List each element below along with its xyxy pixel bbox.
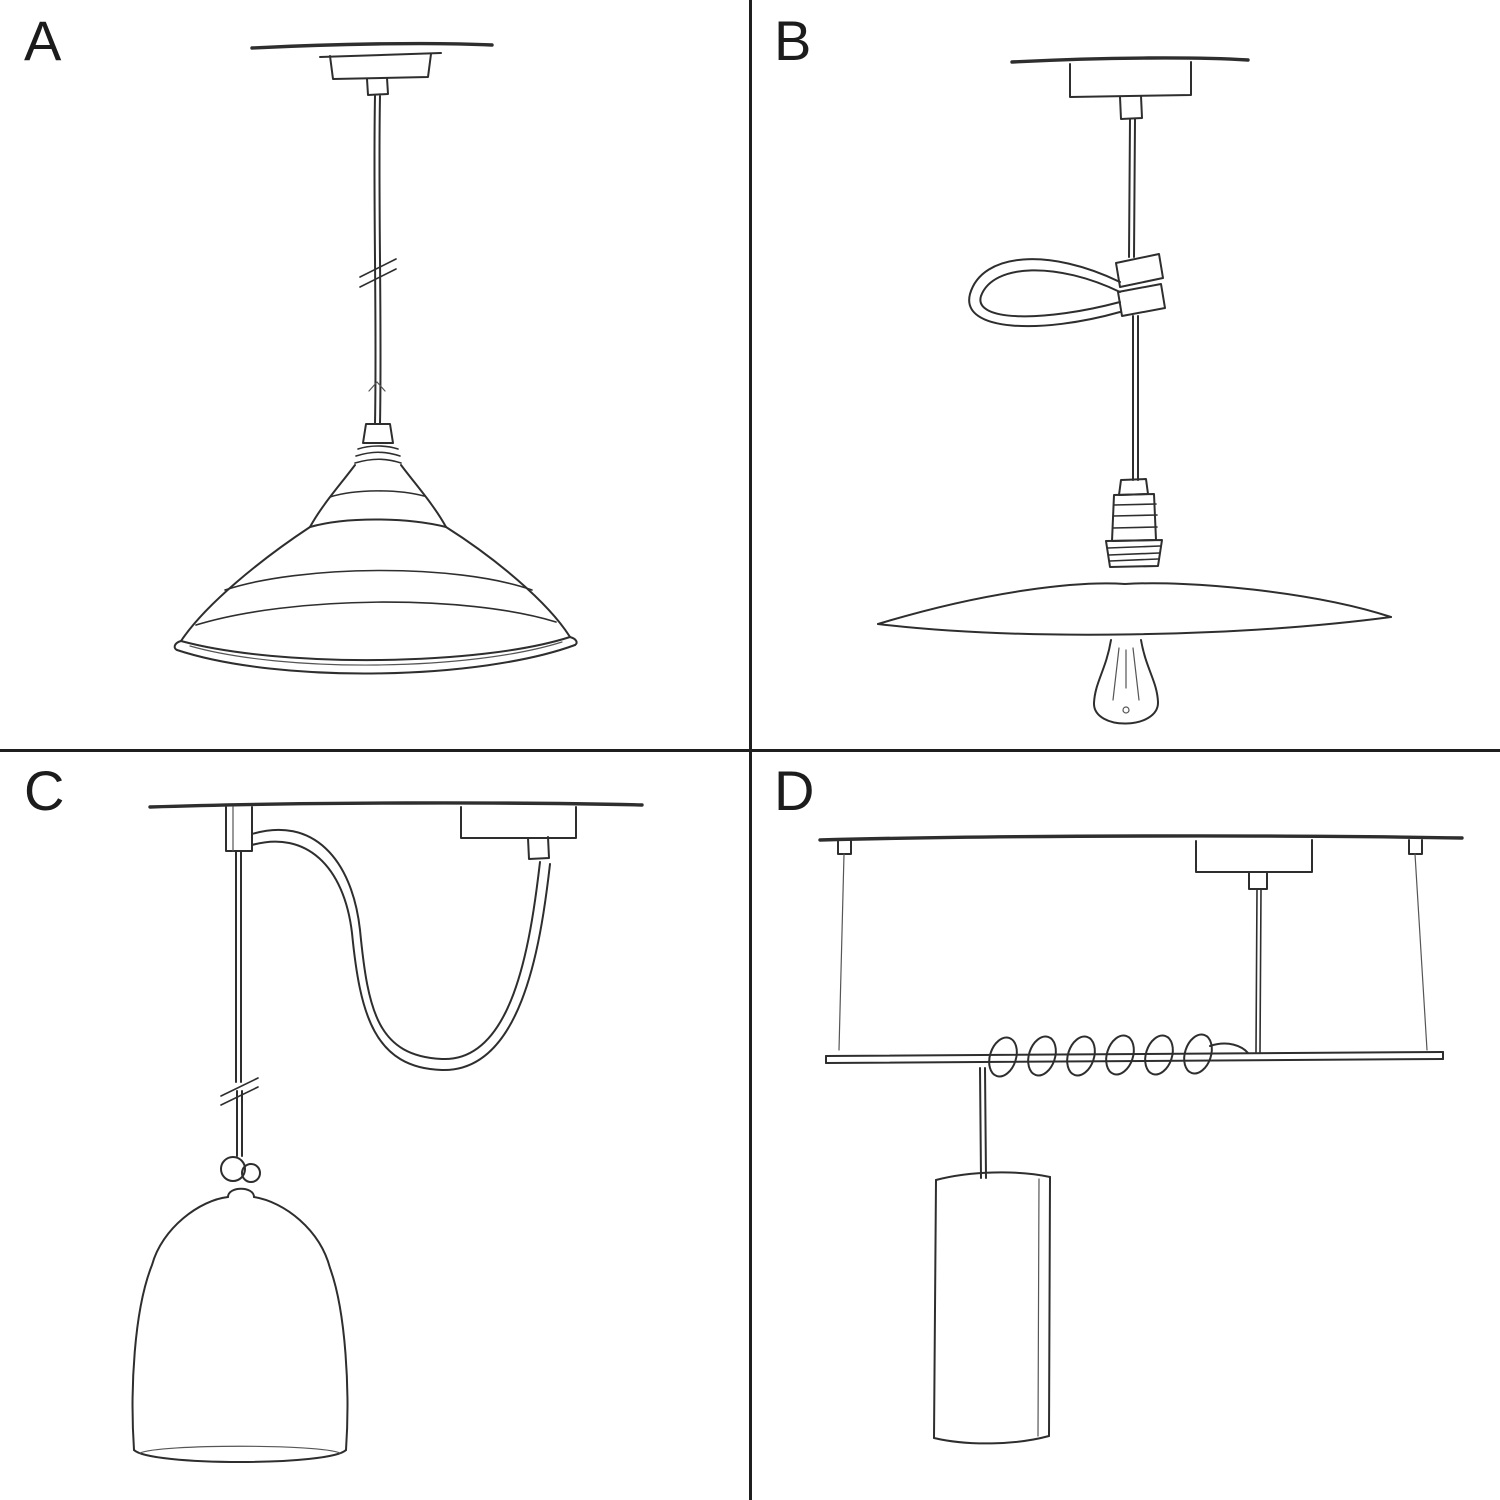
ceiling-line xyxy=(250,41,494,50)
panel-b-label: B xyxy=(774,9,813,72)
panel-a: A xyxy=(0,0,750,750)
panel-d: D xyxy=(750,750,1500,1500)
ceiling-rose xyxy=(460,806,577,860)
cable xyxy=(359,95,397,425)
lamp-holder xyxy=(309,423,447,528)
sketch-pendant-straight-industrial-shade xyxy=(173,41,578,675)
cable-clip-with-loop xyxy=(968,253,1166,328)
cable xyxy=(1128,118,1139,481)
light-bulb xyxy=(1092,639,1160,725)
ceiling-line xyxy=(818,834,1464,842)
ceiling-rose xyxy=(1069,61,1192,120)
sketch-pendant-cable-clip-flat-shade xyxy=(877,56,1392,725)
swag-cable xyxy=(251,828,551,1072)
panel-c-label: C xyxy=(24,759,66,822)
panel-d-label: D xyxy=(774,759,816,822)
suspension-wires xyxy=(837,839,1428,1051)
sketch-swag-pendant-bell-shade xyxy=(131,801,644,1463)
coiled-cable xyxy=(988,1033,1249,1078)
ceiling-line xyxy=(148,801,644,809)
panel-b: B xyxy=(750,0,1500,750)
ceiling-line xyxy=(1010,56,1250,64)
cable-knot xyxy=(220,1156,261,1183)
tube-shade xyxy=(933,1171,1051,1445)
swag-hook xyxy=(225,806,253,852)
lamp-holder xyxy=(1105,478,1163,568)
drop-cable xyxy=(220,850,259,1157)
horizontal-divider xyxy=(0,749,1500,752)
ceiling-rose xyxy=(319,52,442,96)
drop-cable xyxy=(979,1067,987,1179)
industrial-shade xyxy=(173,518,578,675)
sketch-bar-suspension-tube-shade xyxy=(818,834,1464,1445)
ceiling-rose xyxy=(1195,839,1313,890)
panel-a-label: A xyxy=(24,9,63,72)
panel-c: C xyxy=(0,750,750,1500)
flat-plate-shade xyxy=(877,582,1392,636)
center-stem-cable xyxy=(1255,888,1262,1053)
bell-shade xyxy=(131,1187,349,1463)
